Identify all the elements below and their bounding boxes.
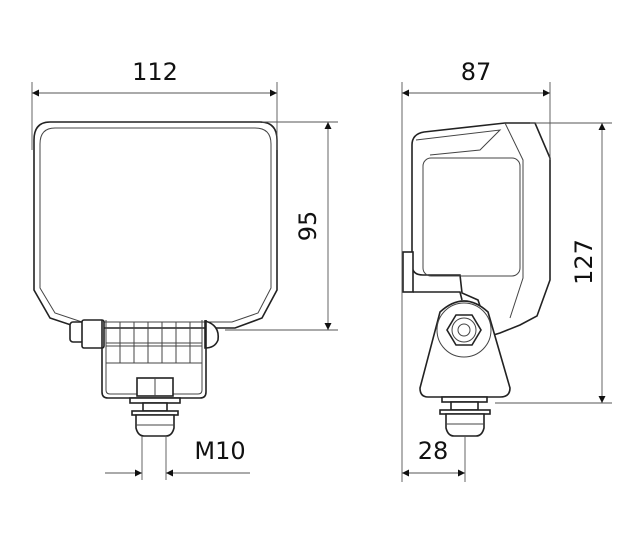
side-lens (422, 157, 521, 277)
side-mounting-bolt (439, 396, 491, 437)
side-housing (411, 122, 551, 337)
dim-label-87: 87 (461, 58, 492, 86)
dimension-thread: M10 (105, 436, 250, 480)
front-lens (39, 127, 272, 323)
front-housing (33, 121, 278, 329)
dim-label-95: 95 (294, 211, 322, 242)
dimension-side-depth: 87 (401, 58, 551, 482)
dim-label-28: 28 (418, 437, 449, 465)
side-bracket (419, 300, 511, 398)
dim-label-m10: M10 (194, 437, 245, 465)
dimension-mount-offset: 28 (402, 436, 466, 482)
mounting-bolt (129, 377, 181, 437)
dimension-front-height: 95 (225, 121, 338, 331)
hex-bolt-head (446, 314, 482, 346)
front-view (33, 121, 278, 437)
dimension-side-height: 127 (495, 122, 612, 404)
bracket-fins (106, 322, 202, 364)
dim-label-127: 127 (570, 239, 598, 285)
dimension-front-width: 112 (31, 58, 278, 150)
dim-label-112: 112 (132, 58, 178, 86)
side-view (402, 122, 551, 437)
